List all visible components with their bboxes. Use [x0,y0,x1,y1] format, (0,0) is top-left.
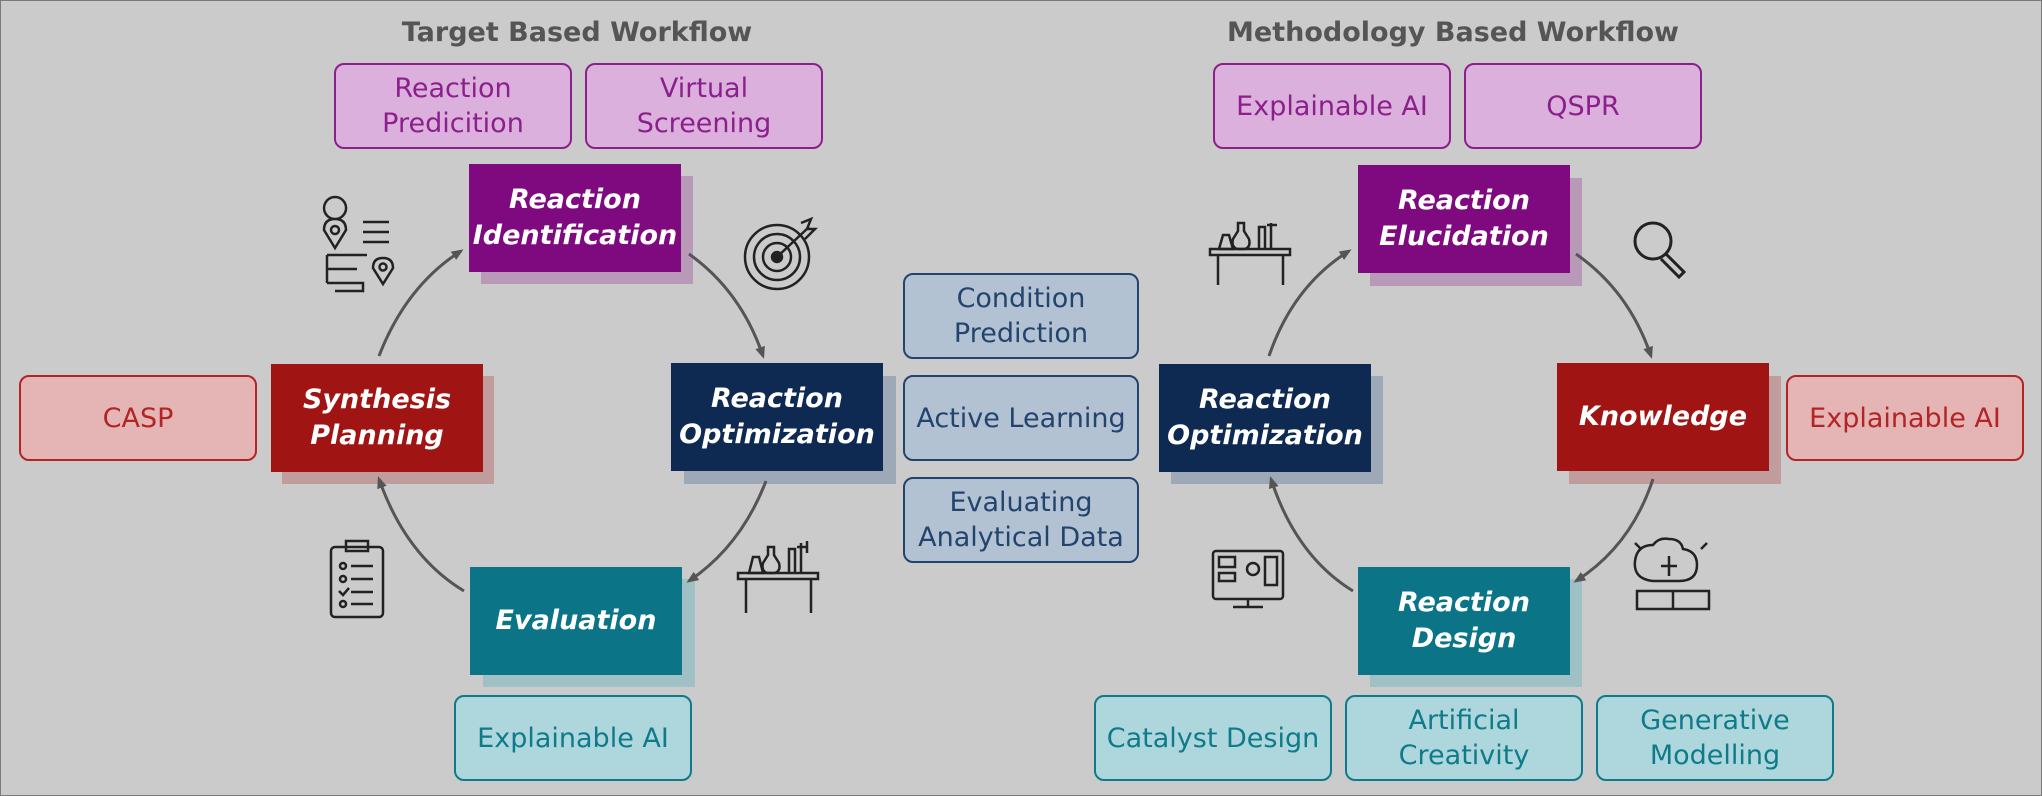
right-cycle-arrows [1267,249,1655,593]
node-evaluation: Evaluation [470,567,682,675]
tag-explainable-ai-left: Explainable AI [454,695,692,781]
magnifier-icon [1633,221,1687,280]
node-reaction-identification: Reaction Identification [469,164,681,272]
left-cycle-arrows [377,249,768,593]
methodology-workflow-title: Methodology Based Workflow [1227,17,1679,48]
node-reaction-optimization-left: Reaction Optimization [671,363,883,471]
tag-active-learning: Active Learning [903,375,1139,461]
tag-catalyst-design: Catalyst Design [1094,695,1332,781]
tag-virtual-screening: Virtual Screening [585,63,823,149]
tag-explainable-ai-right: Explainable AI [1786,375,2024,461]
node-reaction-elucidation: Reaction Elucidation [1358,165,1570,273]
tag-generative-modelling: Generative Modelling [1596,695,1834,781]
target-icon [743,216,819,291]
monitor-dashboard-icon [1211,549,1285,609]
map-route-icon [322,195,395,293]
brain-book-icon [1633,537,1711,611]
node-reaction-optimization-right: Reaction Optimization [1159,364,1371,472]
target-workflow-title: Target Based Workflow [401,17,753,48]
tag-reaction-prediction: Reaction Predicition [334,63,572,149]
tag-evaluating-analytical-data: Evaluating Analytical Data [903,477,1139,563]
tag-artificial-creativity: Artificial Creativity [1345,695,1583,781]
node-knowledge: Knowledge [1557,363,1769,471]
lab-bench-icon [736,541,820,613]
node-synthesis-planning: Synthesis Planning [271,364,483,472]
tag-casp: CASP [19,375,257,461]
clipboard-checklist-icon [329,539,385,619]
tag-explainable-ai-top-right: Explainable AI [1213,63,1451,149]
lab-bench-icon [1208,221,1292,285]
node-reaction-design: Reaction Design [1358,567,1570,675]
tag-qspr: QSPR [1464,63,1702,149]
tag-condition-prediction: Condition Prediction [903,273,1139,359]
